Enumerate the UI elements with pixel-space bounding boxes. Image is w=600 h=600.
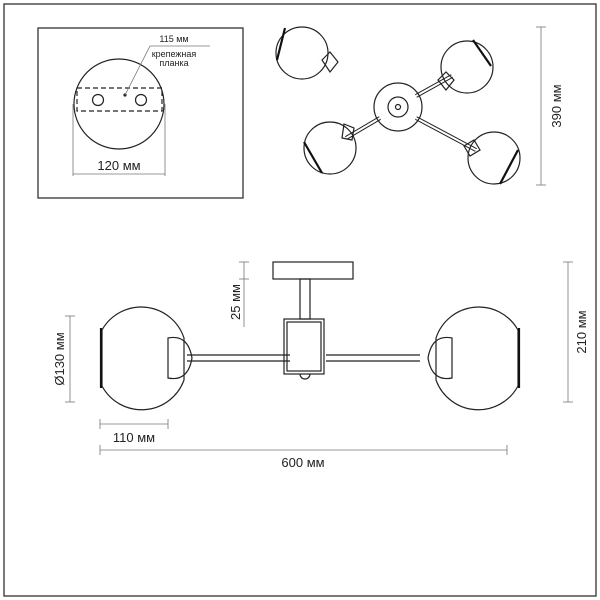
total-height-label: 210 мм [574, 310, 589, 353]
left-globe [99, 306, 193, 411]
plate-label-line2: планка [159, 58, 188, 68]
top-canopy-inner [387, 96, 409, 118]
globe [463, 131, 521, 185]
stem [299, 278, 311, 320]
mounting-plate [76, 87, 163, 112]
globe [437, 39, 494, 94]
shade-length-label: 110 мм [113, 430, 155, 445]
screw-hole [134, 93, 148, 107]
canopy-diameter-label: 120 мм [97, 158, 140, 173]
canopy [272, 261, 354, 280]
arm-inner [415, 117, 477, 151]
shade-diameter-label: Ø130 мм [52, 332, 67, 385]
total-width-label: 600 мм [281, 455, 324, 470]
leader-line [124, 45, 210, 96]
globe [275, 26, 339, 80]
arm-inner [319, 61, 381, 97]
mounting-detail: 115 мм крепежная планка 120 мм [37, 27, 244, 199]
front-view: 25 мм Ø130 мм 210 мм 110 мм 600 мм [52, 261, 589, 470]
body-inner [286, 321, 322, 372]
screw-hole [91, 93, 105, 107]
finial [299, 373, 311, 380]
page-frame [3, 3, 597, 597]
top-height-label: 390 мм [549, 84, 564, 127]
arm-inner [415, 75, 453, 97]
right-globe [427, 306, 521, 411]
body [283, 318, 325, 375]
canopy-circle [73, 58, 165, 150]
globe [303, 121, 357, 175]
top-view: 390 мм [275, 26, 564, 186]
canopy-offset-label: 25 мм [228, 284, 243, 320]
plate-size-label: 115 мм [159, 34, 188, 44]
top-center [394, 103, 402, 111]
inset-frame [37, 27, 244, 199]
plate-label-line1: крепежная [152, 49, 197, 59]
arm-inner [345, 117, 381, 139]
top-canopy [373, 82, 423, 132]
